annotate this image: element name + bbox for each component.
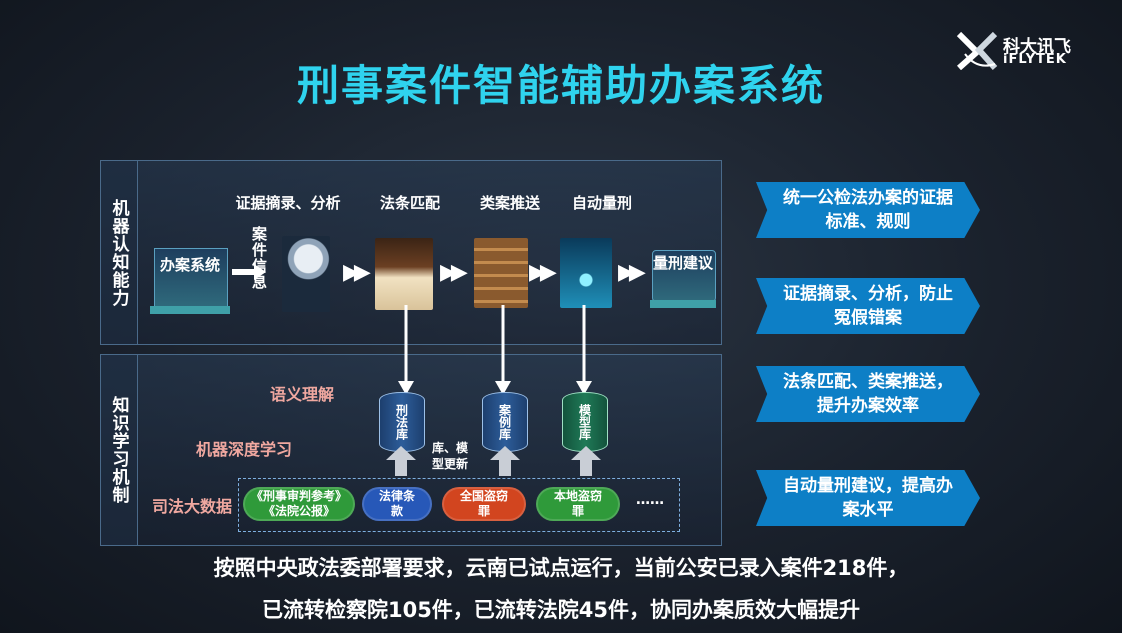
benefit-text-2: 证据摘录、分析，防止冤假错案 xyxy=(783,284,953,328)
robot-ai-image xyxy=(282,236,330,312)
arrow-right-icon xyxy=(232,264,266,280)
knowledge-learning-label: 知识学习机制 xyxy=(108,396,129,504)
law-book-image xyxy=(375,238,433,310)
x-logo-icon xyxy=(956,31,998,70)
case-system-label: 办案系统 xyxy=(159,256,220,274)
sentence-suggestion-label: 量刑建议 xyxy=(652,254,713,272)
legal-provisions-label: 法律条款 xyxy=(379,489,416,518)
benefit-banner-3: 法条匹配、类案推送，提升办案效率 xyxy=(756,366,980,422)
step-law-match-label: 法条匹配 xyxy=(380,194,441,212)
model-db: 模型库 xyxy=(562,392,608,452)
db-update-note: 库、模型更新 xyxy=(432,441,469,471)
benefit-text-4: 自动量刑建议，提高办案水平 xyxy=(783,476,953,520)
arrow-up-icon xyxy=(386,446,416,476)
chevron-right-icon: ▶▶ xyxy=(529,260,557,285)
benefit-banner-2: 证据摘录、分析，防止冤假错案 xyxy=(756,278,980,334)
case-db: 案例库 xyxy=(482,392,528,452)
benefit-text-3: 法条匹配、类案推送，提升办案效率 xyxy=(783,372,953,416)
local-theft-cloud: 本地盗窃罪 xyxy=(536,487,620,521)
step-auto-sentence-label: 自动量刑 xyxy=(572,194,633,212)
local-theft-label: 本地盗窃罪 xyxy=(553,489,602,518)
benefit-text-1: 统一公检法办案的证据标准、规则 xyxy=(783,188,953,232)
footer-line-1: 按照中央政法委部署要求，云南已试点运行，当前公安已录入案件218件， xyxy=(213,556,909,580)
machine-cognition-side: 机器认知能力 xyxy=(101,161,138,344)
auto-sentence-image xyxy=(560,238,612,308)
deep-learning-label: 机器深度学习 xyxy=(196,440,293,459)
legal-provisions-cloud: 法律条款 xyxy=(362,487,432,521)
case-system-box: 办案系统 xyxy=(150,248,230,318)
machine-cognition-label: 机器认知能力 xyxy=(108,198,129,307)
ref-line2: 《法院公报》 xyxy=(262,504,335,518)
step-evidence-label: 证据摘录、分析 xyxy=(235,194,341,212)
benefit-banner-4: 自动量刑建议，提高办案水平 xyxy=(756,470,980,526)
arrow-down-icon xyxy=(398,305,414,395)
data-sources-box xyxy=(238,478,680,532)
more-ellipsis: …… xyxy=(636,492,664,508)
arrow-down-icon xyxy=(495,305,511,395)
judicial-big-data-label: 司法大数据 xyxy=(152,497,233,516)
national-theft-cloud: 全国盗窃罪 xyxy=(442,487,526,521)
logo-brand-en: iFLYTEK xyxy=(1003,52,1067,67)
case-drawers-image xyxy=(474,238,528,308)
criminal-law-db: 刑法库 xyxy=(379,392,425,452)
semantic-understanding-label: 语义理解 xyxy=(270,385,335,404)
arrow-up-icon xyxy=(571,446,601,476)
benefit-banner-1: 统一公检法办案的证据标准、规则 xyxy=(756,182,980,238)
step-case-push-label: 类案推送 xyxy=(480,194,541,212)
chevron-right-icon: ▶▶ xyxy=(440,260,468,285)
footer-line-2: 已流转检察院105件，已流转法院45件，协同办案质效大幅提升 xyxy=(261,598,861,622)
chevron-right-icon: ▶▶ xyxy=(618,260,646,285)
ref-line1: 《刑事审判参考》 xyxy=(250,489,347,503)
sentence-suggestion-box: 量刑建议 xyxy=(650,250,716,312)
arrow-down-icon xyxy=(576,305,592,395)
reference-publications-cloud: 《刑事审判参考》《法院公报》 xyxy=(243,487,355,521)
chevron-right-icon: ▶▶ xyxy=(343,260,371,285)
knowledge-learning-side: 知识学习机制 xyxy=(101,355,138,545)
arrow-up-icon xyxy=(490,446,520,476)
national-theft-label: 全国盗窃罪 xyxy=(459,489,508,518)
page-title: 刑事案件智能辅助办案系统 xyxy=(296,61,825,110)
iflytek-logo: 科大讯飞 iFLYTEK xyxy=(955,30,1095,70)
logo-brand-cn: 科大讯飞 xyxy=(1003,37,1071,57)
